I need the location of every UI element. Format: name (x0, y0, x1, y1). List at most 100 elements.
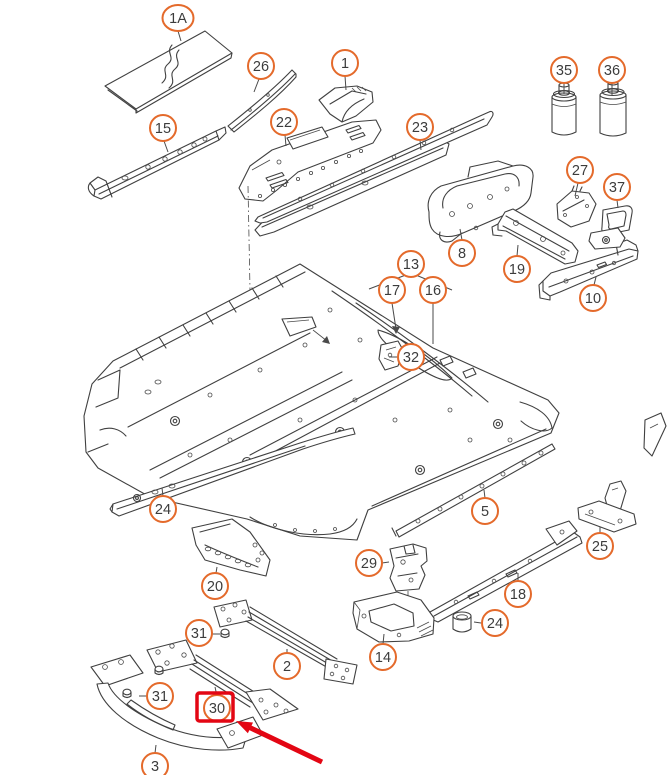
callout-8[interactable]: 8 (448, 239, 476, 267)
callout-circle[interactable] (448, 239, 476, 267)
callout-number: 1A (169, 11, 187, 27)
callout-18[interactable]: 18 (504, 580, 532, 608)
leader-line (419, 139, 422, 151)
callout-circle[interactable] (146, 682, 174, 710)
callout-number: 20 (207, 579, 223, 595)
bracket-29-drawing (389, 543, 428, 609)
callout-number: 30 (209, 701, 225, 717)
callout-5[interactable]: 5 (471, 497, 499, 525)
callout-circle[interactable] (550, 56, 578, 84)
callout-2[interactable]: 2 (273, 652, 301, 680)
seat-support-19-drawing (491, 208, 579, 265)
leader-line (344, 75, 347, 91)
callout-circle[interactable] (603, 173, 631, 201)
callout-number: 29 (361, 556, 377, 572)
callout-22[interactable]: 22 (270, 108, 298, 136)
callout-29[interactable]: 29 (355, 549, 383, 577)
sill-rail-18-drawing (426, 520, 583, 623)
towing-loop-37-drawing (588, 205, 633, 250)
callout-circle[interactable] (566, 156, 594, 184)
callout-27[interactable]: 27 (566, 156, 594, 184)
callout-10[interactable]: 10 (579, 284, 607, 312)
callout-circle[interactable] (161, 4, 195, 32)
gusset-27-drawing (556, 185, 597, 228)
selection-highlight (195, 691, 324, 765)
callout-circle[interactable] (586, 532, 614, 560)
callout-circle[interactable] (471, 497, 499, 525)
callout-circle[interactable] (247, 52, 275, 80)
cowl-crossmember-22-drawing (238, 119, 382, 291)
tunnel-closing-plate-drawing (281, 316, 400, 344)
callout-circle[interactable] (598, 56, 626, 84)
callout-31[interactable]: 31 (185, 619, 213, 647)
callout-1A[interactable]: 1A (161, 4, 195, 32)
leader-line (473, 621, 482, 624)
callout-circle[interactable] (201, 572, 229, 600)
callout-circle[interactable] (579, 284, 607, 312)
callout-14[interactable]: 14 (369, 643, 397, 671)
callout-circle[interactable] (397, 250, 425, 278)
callout-circle[interactable] (503, 255, 531, 283)
callout-31[interactable]: 31 (146, 682, 174, 710)
callout-25[interactable]: 25 (586, 532, 614, 560)
callout-35[interactable]: 35 (550, 56, 578, 84)
callout-26[interactable]: 26 (247, 52, 275, 80)
callout-circle[interactable] (331, 49, 359, 77)
callout-circle[interactable] (185, 619, 213, 647)
callout-circle[interactable] (397, 343, 425, 371)
callout-15[interactable]: 15 (149, 114, 177, 142)
callout-circle[interactable] (149, 114, 177, 142)
callout-circle[interactable] (481, 609, 509, 637)
crossmember-8-drawing (427, 160, 534, 243)
callout-3[interactable]: 3 (141, 752, 169, 775)
leader-line (459, 228, 463, 241)
callout-17[interactable]: 17 (378, 276, 406, 304)
side-member-24-drawing (109, 427, 356, 517)
callout-number: 31 (152, 689, 168, 705)
highlight-arrow-shaft (245, 723, 324, 765)
heater-channel-23-drawing (254, 110, 494, 224)
callout-circle[interactable] (273, 652, 301, 680)
bracket-20-drawing (191, 518, 271, 577)
callout-37[interactable]: 37 (603, 173, 631, 201)
callout-16[interactable]: 16 (419, 276, 447, 304)
floor-pan-assembly-drawing (83, 263, 560, 541)
callout-1[interactable]: 1 (331, 49, 359, 77)
callout-number: 10 (585, 291, 601, 307)
cowl-piece-1-drawing (318, 85, 374, 123)
callout-24[interactable]: 24 (149, 495, 177, 523)
highlight-box (195, 691, 235, 723)
leader-line (616, 199, 619, 209)
callout-circle[interactable] (355, 549, 383, 577)
leader-line (161, 487, 164, 497)
callout-number: 18 (510, 587, 526, 603)
callout-circle[interactable] (369, 643, 397, 671)
callout-24[interactable]: 24 (481, 609, 509, 637)
callout-13[interactable]: 13 (397, 250, 425, 278)
callout-number: 2 (283, 659, 291, 675)
callout-circle[interactable] (406, 113, 434, 141)
callout-number: 1 (341, 56, 349, 72)
leader-line (483, 489, 486, 499)
callout-circle[interactable] (419, 276, 447, 304)
crossmember-30-drawing (146, 639, 299, 721)
callout-32[interactable]: 32 (397, 343, 425, 371)
callout-number: 13 (403, 257, 419, 273)
leader-line (253, 78, 260, 93)
callout-36[interactable]: 36 (598, 56, 626, 84)
callout-number: 37 (609, 180, 625, 196)
callout-circle[interactable] (270, 108, 298, 136)
callout-19[interactable]: 19 (503, 255, 531, 283)
callout-number: 16 (425, 283, 441, 299)
callout-circle[interactable] (504, 580, 532, 608)
callout-circle[interactable] (378, 276, 406, 304)
callout-number: 19 (509, 262, 525, 278)
callout-30[interactable]: 30 (203, 694, 231, 722)
callout-circle[interactable] (149, 495, 177, 523)
callout-circle[interactable] (141, 752, 169, 775)
aerosol-can-36-drawing (599, 80, 627, 137)
seat-rail-10-drawing (538, 239, 639, 301)
callout-23[interactable]: 23 (406, 113, 434, 141)
callout-20[interactable]: 20 (201, 572, 229, 600)
